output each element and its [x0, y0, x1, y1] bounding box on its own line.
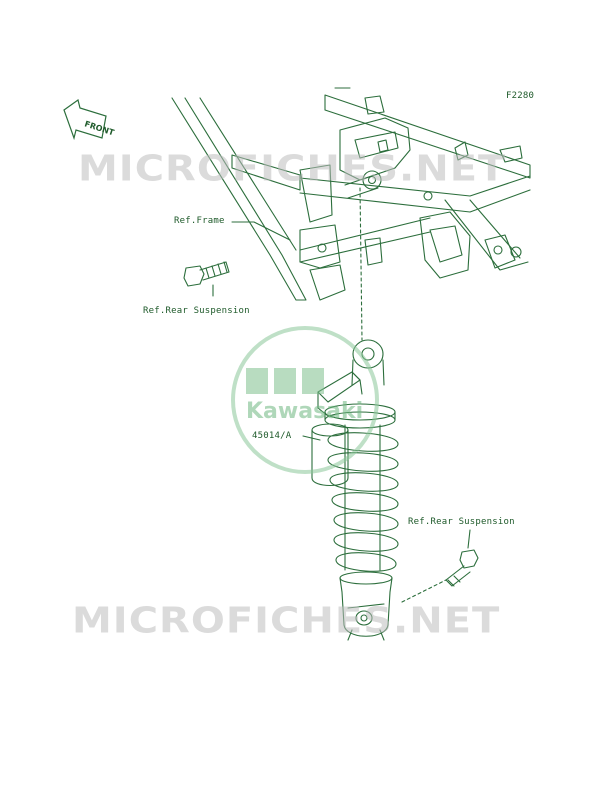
lower-mounting-bolt [401, 549, 479, 603]
callout-ref-rear-suspension-bottom[interactable]: Ref.Rear Suspension [408, 517, 515, 527]
frame-drawing [171, 87, 531, 301]
site-watermark-bottom: MICROFICHES.NET [72, 600, 501, 642]
callout-ref-frame[interactable]: Ref.Frame [174, 216, 225, 226]
callout-part-number[interactable]: 45014/A [252, 431, 292, 441]
rear-shock-absorber [311, 339, 399, 641]
callout-ref-rear-suspension-top[interactable]: Ref.Rear Suspension [143, 306, 250, 316]
brand-logo-text: Kawasaki [246, 399, 363, 424]
upper-mounting-bolt [183, 261, 230, 287]
site-watermark-top: MICROFICHES.NET [78, 148, 507, 190]
front-direction-arrow-icon: FRONT [63, 98, 116, 141]
kawasaki-logo-watermark: Kawasaki [231, 326, 379, 474]
diagram-code: F2280 [506, 91, 535, 101]
